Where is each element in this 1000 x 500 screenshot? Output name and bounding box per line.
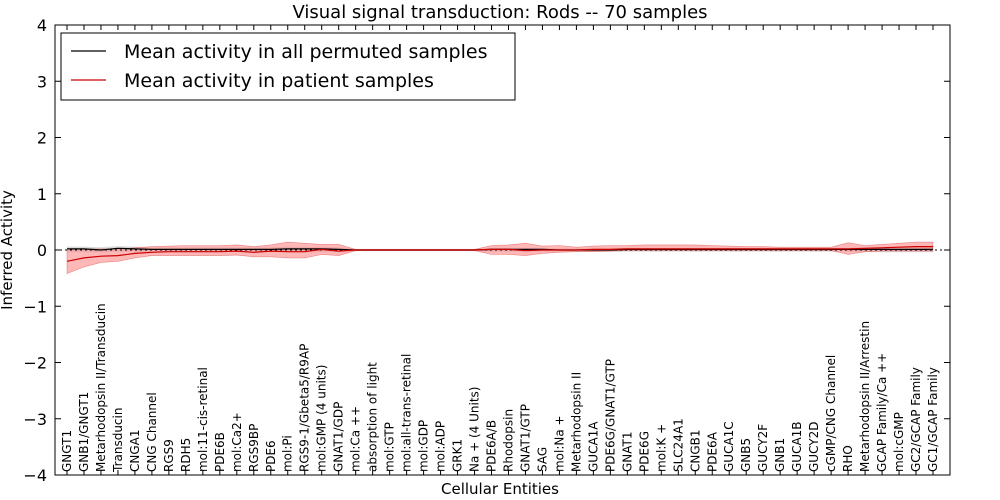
x-tick-label: mol:cGMP bbox=[892, 412, 906, 472]
x-tick-label: GNB5 bbox=[739, 438, 753, 472]
x-tick-label: RDH5 bbox=[179, 438, 193, 472]
x-tick-label: mol:Na + bbox=[552, 415, 566, 472]
x-tick-label: PDE6G/GNAT1/GTP bbox=[603, 359, 617, 472]
x-tick-label: PDE6B bbox=[213, 432, 227, 472]
x-tick-label: GNGT1 bbox=[60, 430, 74, 472]
x-tick-label: mol:GMP (4 units) bbox=[315, 365, 329, 472]
x-tick-label: GUCY2D bbox=[807, 422, 821, 472]
x-tick-label: CNGB1 bbox=[688, 429, 702, 472]
series-band-1 bbox=[66, 241, 934, 275]
y-tick-label: −2 bbox=[23, 354, 47, 373]
lines-layer bbox=[66, 246, 933, 262]
x-tick-label: Na + (4 Units) bbox=[468, 386, 482, 472]
x-tick-label: RHO bbox=[841, 445, 855, 472]
x-tick-label: PDE6A bbox=[705, 431, 719, 472]
y-axis-label: Inferred Activity bbox=[0, 190, 16, 310]
x-tick-label: mol:GDP bbox=[417, 420, 431, 472]
x-tick-label: GC1/GCAP Family bbox=[926, 367, 940, 472]
x-tick-label: GNB1 bbox=[773, 438, 787, 472]
x-tick-label: SAG bbox=[535, 447, 549, 472]
x-tick-label: GRK1 bbox=[451, 439, 465, 472]
x-tick-label: GUCA1B bbox=[790, 421, 804, 472]
y-tick-label: 0 bbox=[37, 241, 47, 260]
x-tick-label: CNG Channel bbox=[145, 392, 159, 472]
legend-label-patient: Mean activity in patient samples bbox=[124, 70, 434, 92]
x-tick-label: mol:all-trans-retinal bbox=[400, 354, 414, 472]
x-tick-label: Rhodopsin bbox=[501, 409, 515, 472]
x-axis-label: Cellular Entities bbox=[441, 480, 559, 498]
x-tick-label: PDE6 bbox=[264, 440, 278, 472]
x-tick-label: cGMP/CNG Channel bbox=[824, 355, 838, 472]
x-tick-label: GUCA1C bbox=[722, 421, 736, 472]
y-axis: −4 −3 −2 −1 0 1 2 3 4 bbox=[23, 16, 950, 485]
legend-label-permuted: Mean activity in all permuted samples bbox=[124, 41, 487, 63]
legend: Mean activity in all permuted samples Me… bbox=[60, 32, 516, 101]
series-line-1 bbox=[66, 246, 933, 262]
x-tick-label: GNAT1 bbox=[620, 431, 634, 472]
y-tick-label: −4 bbox=[23, 466, 47, 485]
x-tick-label: GNAT1/GTP bbox=[518, 404, 532, 472]
x-tick-label: mol:GTP bbox=[383, 422, 397, 472]
x-tick-label: PDE6A/B bbox=[485, 420, 499, 472]
bands-layer bbox=[66, 241, 934, 275]
x-tick-label: GCAP Family/Ca ++ bbox=[875, 353, 889, 472]
x-tick-label: RGS9-1/Gbeta5/R9AP bbox=[298, 344, 312, 472]
y-tick-label: 4 bbox=[37, 16, 47, 35]
x-tick-label: mol:Ca ++ bbox=[349, 406, 363, 472]
y-tick-label: 2 bbox=[37, 129, 47, 148]
x-tick-label: SLC24A1 bbox=[671, 418, 685, 472]
x-tick-label: CNGA1 bbox=[128, 430, 142, 473]
x-tick-label: Metarhodopsin II bbox=[569, 372, 583, 472]
chart-title: Visual signal transduction: Rods -- 70 s… bbox=[292, 2, 707, 23]
x-tick-label: mol:Pi bbox=[281, 435, 295, 472]
x-tick-label: mol:11-cis-retinal bbox=[196, 367, 210, 472]
x-tick-label: Metarhodopsin II/Transducin bbox=[94, 303, 108, 472]
x-tick-label: GNB1/GNGT1 bbox=[77, 392, 91, 472]
x-tick-label: RGS9BP bbox=[247, 424, 261, 472]
x-tick-label: RGS9 bbox=[162, 439, 176, 472]
x-tick-label: mol:Ca2+ bbox=[230, 412, 244, 472]
legend-box bbox=[60, 32, 516, 101]
x-tick-label: Metarhodopsin II/Arrestin bbox=[858, 321, 872, 472]
y-tick-label: 3 bbox=[37, 72, 47, 91]
y-tick-label: −3 bbox=[23, 410, 47, 429]
x-tick-label: absorption of light bbox=[366, 362, 380, 472]
x-tick-label: mol:K + bbox=[654, 424, 668, 472]
x-tick-label: GNAT1/GDP bbox=[332, 402, 346, 472]
x-tick-label: mol:ADP bbox=[434, 421, 448, 472]
x-tick-label: Transducin bbox=[111, 408, 125, 473]
x-tick-label: GUCY2F bbox=[756, 424, 770, 472]
x-tick-label: PDE6G bbox=[637, 431, 651, 472]
y-tick-label: −1 bbox=[23, 297, 47, 316]
x-tick-label: GUCA1A bbox=[586, 421, 600, 472]
y-tick-label: 1 bbox=[37, 185, 47, 204]
x-tick-label: GC2/GCAP Family bbox=[909, 367, 923, 472]
